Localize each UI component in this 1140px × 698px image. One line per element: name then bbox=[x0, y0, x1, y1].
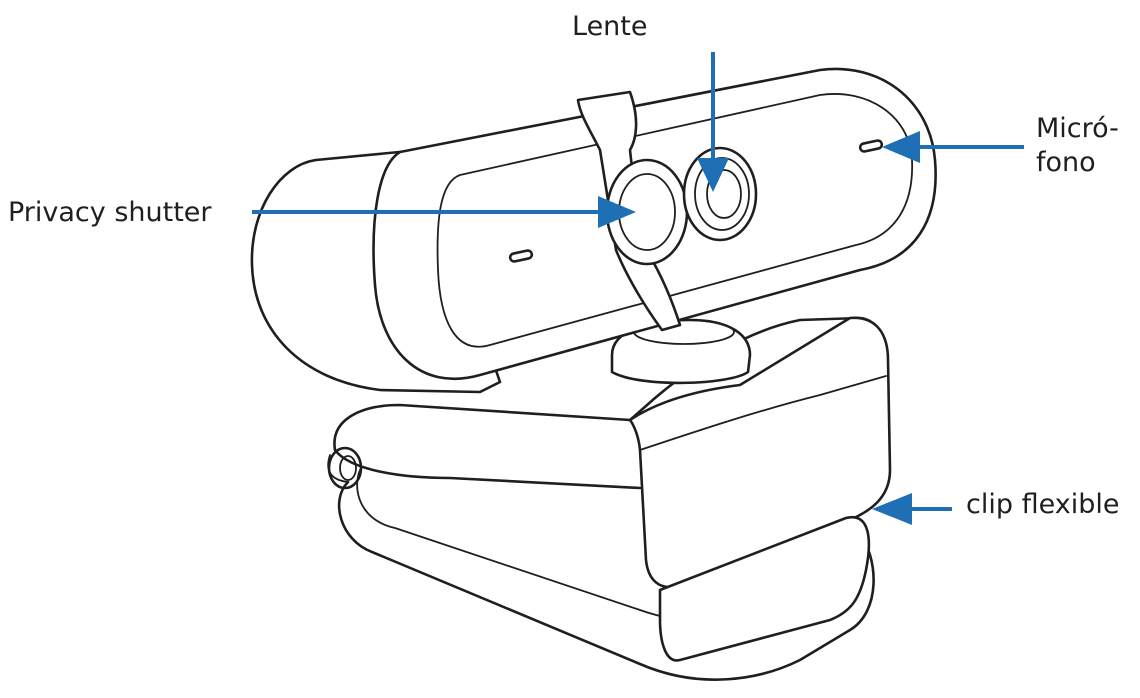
clip-flexible-label: clip flexible bbox=[966, 489, 1120, 520]
bracket-lower-edge bbox=[333, 448, 642, 490]
hinge-knob bbox=[327, 446, 363, 490]
webcam-line-art bbox=[250, 67, 937, 681]
clip-base-outline bbox=[337, 480, 875, 681]
privacy-arrow-head bbox=[598, 196, 636, 228]
microfono-label: Micró- fono bbox=[1036, 112, 1119, 180]
lente-label: Lente bbox=[572, 11, 648, 42]
hinge-knob-inner bbox=[339, 455, 357, 481]
clip-arrow-head bbox=[872, 493, 912, 525]
microfono-arrow-head bbox=[882, 131, 920, 163]
lens-glass bbox=[706, 169, 742, 219]
microfono-label-line-2: fono bbox=[1036, 146, 1096, 178]
microphone-slot-left bbox=[508, 249, 534, 263]
clip-front-panel-edge bbox=[639, 375, 887, 451]
clip-lip bbox=[658, 515, 871, 662]
privacy-shutter-label: Privacy shutter bbox=[8, 197, 212, 228]
microphone-slot-right bbox=[858, 139, 884, 153]
callout-arrows bbox=[252, 52, 1024, 525]
camera-face-plate bbox=[436, 93, 913, 348]
lente-arrow-head bbox=[697, 158, 729, 192]
microfono-label-line-1: Micró- bbox=[1036, 113, 1119, 144]
